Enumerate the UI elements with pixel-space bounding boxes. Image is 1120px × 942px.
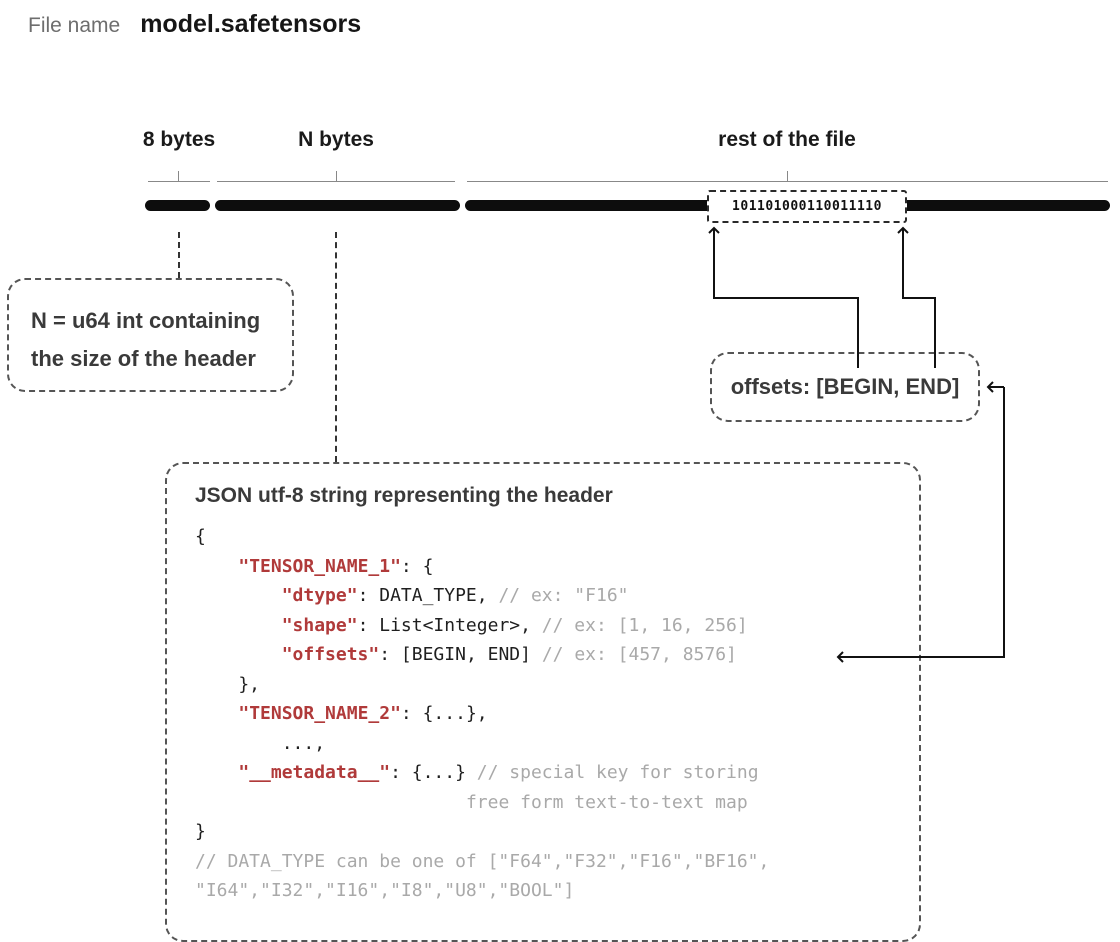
json-key: "__metadata__" xyxy=(238,762,391,783)
json-code-line: "offsets": [BEGIN, END] // ex: [457, 857… xyxy=(195,644,737,665)
header-size-note: N = u64 int containing the size of the h… xyxy=(7,278,294,392)
json-text xyxy=(195,792,466,813)
json-text xyxy=(195,556,238,577)
json-code-line: "I64","I32","I16","I8","U8","BOOL"] xyxy=(195,880,574,901)
connector-header xyxy=(335,232,337,462)
json-code-line: "TENSOR_NAME_2": {...}, xyxy=(195,703,488,724)
json-text: : {...}, xyxy=(400,703,488,724)
json-key: "dtype" xyxy=(281,585,358,606)
json-code-line: ..., xyxy=(195,733,325,754)
json-text: ..., xyxy=(195,732,326,754)
header-size-note-line2: the size of the header xyxy=(31,346,256,371)
bracket-header xyxy=(217,181,455,182)
json-code-line: "dtype": DATA_TYPE, // ex: "F16" xyxy=(195,585,629,606)
json-text: { xyxy=(195,526,206,547)
json-comment: // ex: [1, 16, 256] xyxy=(541,614,748,636)
bar-header-size xyxy=(145,200,210,211)
bracket-data xyxy=(467,181,1108,182)
tensor-bytes-box: 101101000110011110 xyxy=(707,190,907,223)
json-text: : [BEGIN, END] xyxy=(379,644,542,665)
json-code-line: free form text-to-text map xyxy=(195,792,748,813)
json-code-line: // DATA_TYPE can be one of ["F64","F32",… xyxy=(195,851,769,872)
json-key: "TENSOR_NAME_2" xyxy=(238,703,401,724)
json-text xyxy=(195,762,238,783)
json-code-line: } xyxy=(195,821,206,842)
json-code-line: { xyxy=(195,526,206,547)
json-comment: // ex: "F16" xyxy=(498,585,629,606)
bracket-header-size xyxy=(148,181,210,182)
json-code-line: }, xyxy=(195,674,260,695)
json-comment: // DATA_TYPE can be one of ["F64","F32",… xyxy=(195,850,770,872)
json-text: : { xyxy=(400,555,434,577)
json-header-title: JSON utf-8 string representing the heade… xyxy=(195,484,613,507)
begin-offset-arrow xyxy=(708,226,859,368)
bar-header xyxy=(215,200,460,211)
json-header-box: JSON utf-8 string representing the heade… xyxy=(165,462,921,942)
file-name-label: File name xyxy=(28,14,121,37)
json-text xyxy=(195,703,238,724)
file-name-row: File name model.safetensors xyxy=(28,10,361,44)
json-comment: free form text-to-text map xyxy=(465,791,748,813)
segment-label-data: rest of the file xyxy=(718,128,856,151)
json-text: } xyxy=(195,821,206,842)
json-key: "offsets" xyxy=(281,644,380,665)
json-key: "TENSOR_NAME_1" xyxy=(238,555,401,577)
json-key: "shape" xyxy=(281,614,358,636)
json-text xyxy=(195,644,282,665)
json-text xyxy=(195,615,282,636)
json-comment: "I64","I32","I16","I8","U8","BOOL"] xyxy=(195,880,575,901)
json-code-line: "shape": List<Integer>, // ex: [1, 16, 2… xyxy=(195,615,748,636)
json-comment: // special key for storing xyxy=(476,762,759,783)
bracket-tick-header-size xyxy=(178,171,179,181)
offsets-note: offsets: [BEGIN, END] xyxy=(710,352,980,422)
offsets-note-text: offsets: [BEGIN, END] xyxy=(730,374,960,399)
json-text: : {...} xyxy=(390,762,477,783)
segment-label-header-size: 8 bytes xyxy=(142,128,216,151)
header-size-note-line1: N = u64 int containing xyxy=(31,308,261,333)
json-comment: // ex: [457, 8576] xyxy=(541,644,737,665)
json-code-line: "__metadata__": {...} // special key for… xyxy=(195,762,759,783)
json-text xyxy=(195,585,282,606)
end-offset-arrow xyxy=(897,226,936,368)
segment-label-header: N bytes xyxy=(298,128,374,151)
json-text: : DATA_TYPE, xyxy=(357,585,499,606)
json-text: }, xyxy=(195,673,261,695)
json-code-line: "TENSOR_NAME_1": { xyxy=(195,556,433,577)
bracket-tick-data xyxy=(787,171,788,181)
connector-header-size xyxy=(178,232,180,278)
json-text: : List<Integer>, xyxy=(357,614,542,636)
bracket-tick-header xyxy=(336,171,337,181)
file-name-value: model.safetensors xyxy=(140,10,362,38)
